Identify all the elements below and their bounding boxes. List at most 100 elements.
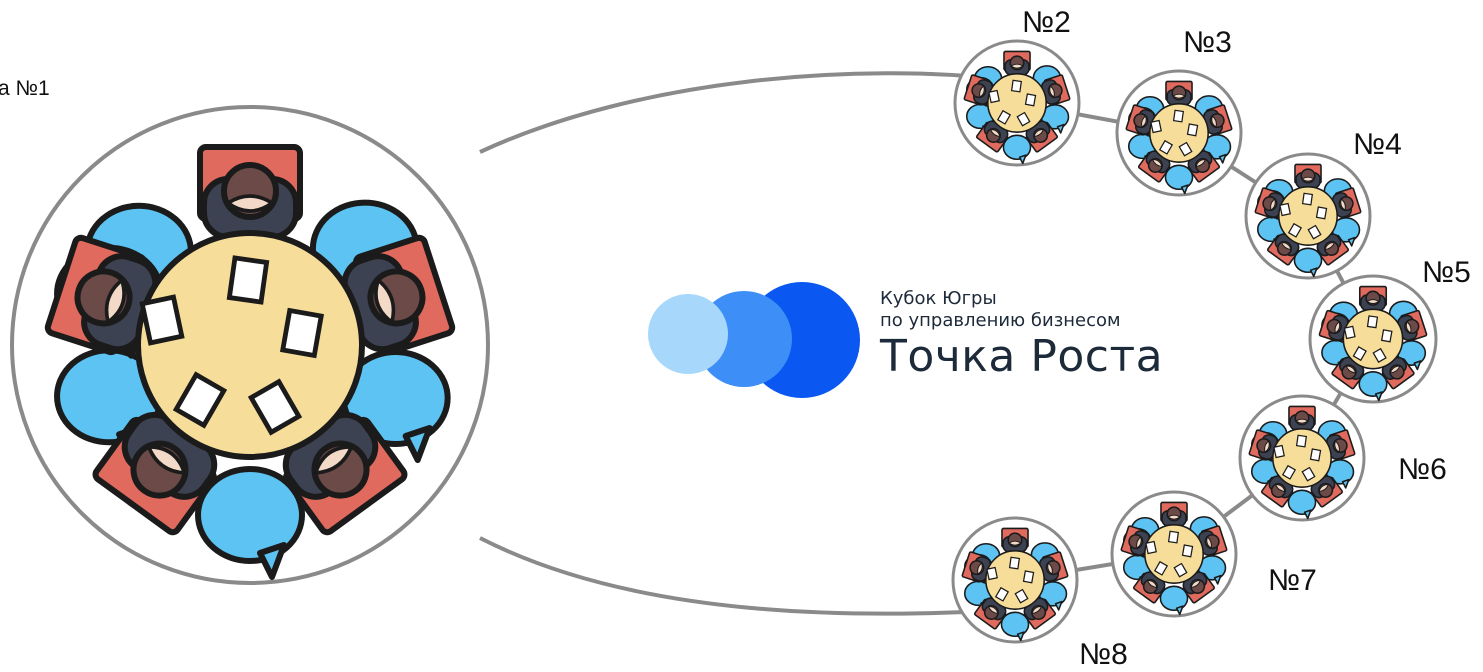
paper-icon [1167,530,1180,544]
person-face [1206,536,1212,549]
table-label-7: №7 [1268,564,1317,597]
paper-icon [1158,139,1174,155]
paper-sheet [996,109,1012,125]
paper-sheet [139,294,185,346]
paper-icon [1281,464,1297,480]
person-face [1049,85,1055,98]
person-face [146,445,187,475]
person-face [1295,418,1309,424]
paper-sheet [994,586,1010,602]
table-5 [1308,274,1438,404]
paper-icon [1186,123,1199,137]
paper-sheet [1295,434,1308,448]
paper-sheet [1301,192,1314,206]
table-7 [1110,490,1238,618]
person-face [1211,115,1217,128]
seat [1023,597,1057,630]
table-2 [953,39,1081,167]
seat [1001,527,1029,553]
paper-icon [1273,444,1285,459]
speech-bubble-tail [1175,605,1184,616]
paper-sheet [1186,123,1199,137]
speech-bubble-tail [402,425,433,464]
speech-bubble-icon [1358,371,1388,397]
seat [973,597,1007,630]
person-face [979,85,985,98]
paper-sheet [1307,224,1322,240]
tables-layer [10,39,1438,644]
paper-sheet [1287,222,1303,238]
speech-bubble-icon [1287,489,1317,516]
paper-sheet [1380,329,1393,343]
person-face [1167,514,1181,520]
paper-sheet [1150,119,1162,134]
person-face [1264,440,1270,453]
speech-bubble-icon [1159,585,1189,612]
person-face [104,277,126,326]
person-face [374,277,396,326]
speech-bubble-tail [1374,391,1383,402]
speech-bubble-tail [1413,360,1422,371]
seat [963,74,994,106]
table-label-1: а №1 [0,77,50,100]
table-3 [1115,69,1243,197]
speech-bubble-tail [1309,267,1318,278]
seat [197,144,303,240]
table-1 [10,105,490,585]
seat [1040,74,1071,106]
person-face [1190,580,1202,588]
paper-icon [1153,560,1169,576]
seat [1132,571,1166,604]
paper-sheet [1281,464,1297,480]
logo-line-1: Кубок Югры [880,288,997,309]
seat [1003,50,1031,76]
person-face [1146,580,1158,588]
paper-sheet [1158,139,1174,155]
person-face [1033,129,1045,137]
table-4 [1244,152,1372,280]
speech-bubble-tail [1218,153,1227,164]
table-8 [951,516,1079,644]
paper-sheet [1014,588,1029,604]
logo-circle-1 [648,294,728,374]
person-face [1340,198,1346,211]
paper-icon [247,378,303,436]
logo-name: Точка Роста [880,331,1164,382]
paper-icon [226,255,270,305]
person-face [1010,63,1024,69]
paper-icon [1309,448,1322,462]
paper-icon [1366,315,1379,329]
speech-bubble-tail [1180,184,1189,195]
table-label-4: №4 [1353,128,1402,161]
paper-icon [1024,93,1037,107]
paper-icon [1145,540,1157,555]
paper-sheet [1343,325,1356,340]
person-face [1031,606,1043,614]
speech-bubble-icon [1002,134,1032,161]
paper-icon [1301,192,1314,206]
table-label-6: №6 [1398,453,1447,486]
person-face [1324,242,1336,250]
seat [1137,150,1171,183]
paper-sheet [226,255,270,305]
paper-icon [988,89,1000,104]
person-face [1366,299,1380,305]
paper-icon [1295,434,1308,448]
paper-icon [986,566,998,581]
loop-path [479,71,1011,616]
paper-icon [1014,588,1029,604]
paper-icon [1343,325,1356,340]
paper-icon [1380,329,1393,343]
speech-bubble-tail [1016,631,1025,642]
paper-sheet [247,378,303,436]
speech-bubble-tail [1213,574,1222,585]
seat [1197,525,1228,557]
person-face [1195,159,1207,167]
speech-bubble-icon [195,466,305,564]
table-6 [1238,394,1366,522]
paper-icon [1172,109,1185,123]
paper-sheet [1178,141,1193,157]
paper-icon [996,109,1012,125]
seat [1358,285,1388,312]
